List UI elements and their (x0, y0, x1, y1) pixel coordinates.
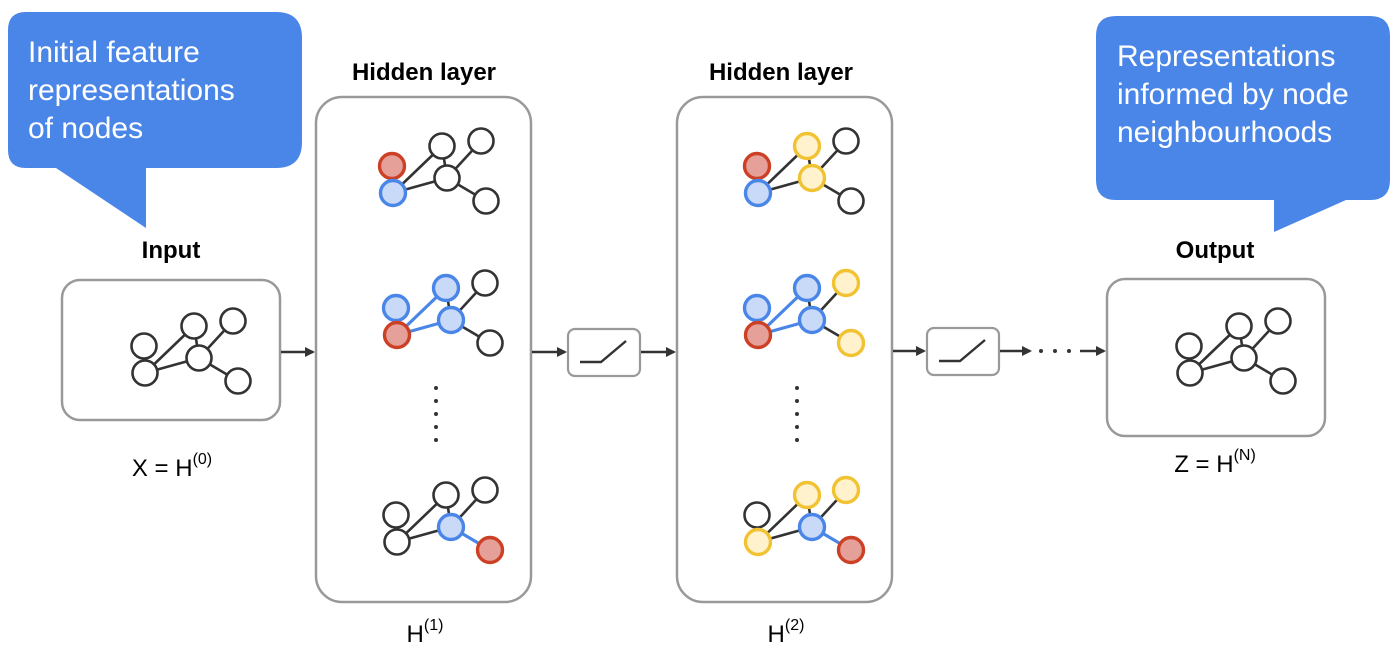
callout-left-line-1: Initial feature (28, 36, 200, 69)
graph-node (475, 535, 505, 565)
callout-right-line-3: neighbourhoods (1117, 116, 1332, 149)
hidden2-math-label: H(2) (768, 617, 805, 648)
relu-box-1 (566, 327, 642, 378)
input-title: Input (142, 237, 201, 264)
hidden-layer-1-title: Hidden layer (352, 59, 496, 86)
graph-node (831, 268, 861, 298)
graph-node (1269, 367, 1297, 395)
graph-node (467, 127, 495, 155)
callout-left: Initial feature representations of nodes (8, 12, 302, 228)
graph-node (436, 512, 466, 542)
graph-node (433, 164, 461, 192)
output-math-label: Z = H(N) (1174, 447, 1256, 478)
graph-node (383, 528, 411, 556)
graph-node (836, 535, 866, 565)
output-frame (1105, 277, 1327, 438)
graph-node (1176, 359, 1204, 387)
graph-node (792, 131, 822, 161)
graph-node (743, 501, 771, 529)
graph-node (381, 293, 411, 323)
graph-node (436, 305, 466, 335)
graph-node (476, 329, 504, 357)
callout-right-line-1: Representations (1117, 40, 1335, 73)
output-title: Output (1176, 237, 1255, 264)
hidden2-graph-1 (742, 127, 865, 215)
hidden1-graph-2 (381, 269, 504, 357)
graph-node (831, 475, 861, 505)
hidden1-graph-3 (382, 476, 505, 565)
graph-node (797, 512, 827, 542)
graph-node (472, 187, 500, 215)
hidden-layer-1-frame (314, 95, 533, 604)
graph-node (837, 187, 865, 215)
graph-node (219, 307, 247, 335)
hidden-layer-2-title: Hidden layer (709, 59, 853, 86)
graph-node (797, 163, 827, 193)
relu-box-2 (925, 326, 1001, 377)
graph-node (471, 269, 499, 297)
hidden2-graph-2 (742, 268, 866, 358)
graph-node (1175, 332, 1203, 360)
graph-node (382, 501, 410, 529)
graph-node (428, 132, 456, 160)
graph-node (836, 328, 866, 358)
output-graph (1175, 307, 1297, 395)
hidden1-math-label: H(1) (407, 617, 444, 648)
relu-icon (580, 340, 627, 364)
horizontal-ellipsis (1039, 349, 1071, 353)
callout-left-line-3: of nodes (28, 112, 143, 145)
graph-node (743, 320, 773, 350)
callout-right: Representations informed by node neighbo… (1096, 16, 1390, 232)
graph-node (432, 481, 460, 509)
graph-node (471, 476, 499, 504)
input-math-label: X = H(0) (132, 451, 212, 482)
graph-node (1230, 344, 1258, 372)
vertical-ellipsis-1 (434, 386, 438, 442)
graph-node (224, 367, 252, 395)
graph-node (792, 273, 822, 303)
graph-node (431, 273, 461, 303)
graph-node (742, 293, 772, 323)
graph-node (378, 178, 408, 208)
graph-node (742, 151, 772, 181)
graph-node (743, 527, 773, 557)
graph-node (743, 178, 773, 208)
relu-icon (939, 339, 986, 363)
callout-left-line-2: representations (28, 74, 235, 107)
graph-node (1264, 307, 1292, 335)
hidden1-graph-1 (377, 127, 500, 215)
callout-right-line-2: informed by node (1117, 78, 1349, 111)
graph-node (797, 305, 827, 335)
graph-node (131, 359, 159, 387)
graph-node (377, 151, 407, 181)
hidden-layer-2-frame (675, 95, 894, 604)
vertical-ellipsis-2 (795, 386, 799, 442)
graph-node (382, 320, 412, 350)
input-graph (130, 307, 252, 395)
graph-node (130, 332, 158, 360)
graph-node (792, 480, 822, 510)
graph-node (185, 344, 213, 372)
graph-node (832, 127, 860, 155)
graph-node (1225, 312, 1253, 340)
input-frame (60, 278, 282, 422)
graph-node (180, 312, 208, 340)
hidden2-graph-3 (743, 475, 866, 565)
